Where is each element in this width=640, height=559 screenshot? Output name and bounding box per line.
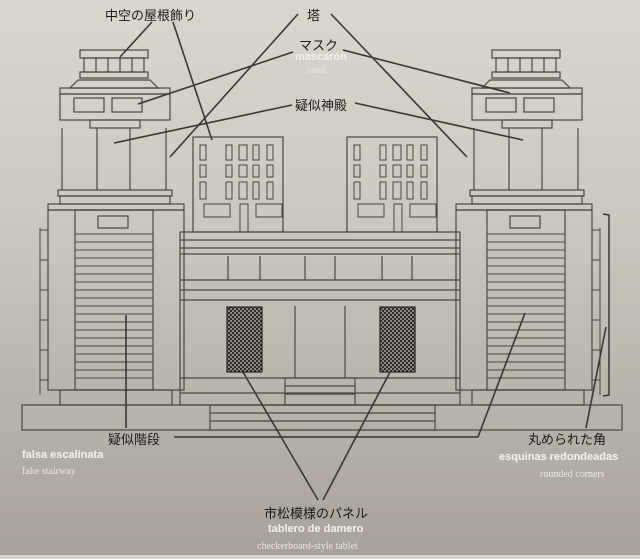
rounded-corners-label-jp: 丸められた角 (528, 433, 607, 448)
central-structure (179, 231, 461, 406)
checkerboard-label-en: checkerboard-style tablet (257, 541, 358, 552)
roof-comb-label: 中空の屋根飾り (105, 9, 197, 24)
rounded-corners-bracket (602, 213, 610, 397)
rounded-corners-label-es: esquinas redondeadas (499, 451, 619, 463)
tower-left (47, 49, 185, 406)
mask-label-en: mask (307, 65, 326, 75)
right-stairway-lines (487, 228, 601, 395)
pseudo-temple-right (346, 136, 438, 233)
checkerboard-label-es: tablero de damero (268, 523, 364, 535)
mask-label-jp: マスク (299, 39, 339, 54)
fake-stairway-label-jp: 疑似階段 (108, 433, 161, 448)
pseudo-temple-left (192, 136, 284, 233)
checkerboard-label-jp: 市松模様のパネル (264, 507, 369, 522)
checkerboard-panel-right (379, 306, 416, 373)
left-stairway-lines (39, 228, 153, 395)
fake-stairway-label-es: falsa escalinata (22, 449, 104, 461)
pseudo-temple-label: 疑似神殿 (295, 99, 348, 114)
base-platform (21, 404, 623, 431)
mask-label-es: mascarón (295, 51, 347, 63)
tower-label: 塔 (307, 9, 321, 24)
rounded-corners-label-en: rounded corners (540, 469, 605, 480)
tower-right (455, 49, 593, 406)
checkerboard-panel-left (226, 306, 263, 373)
fake-stairway-label-en: fake stairway (22, 466, 76, 477)
leader-lines (113, 13, 607, 501)
